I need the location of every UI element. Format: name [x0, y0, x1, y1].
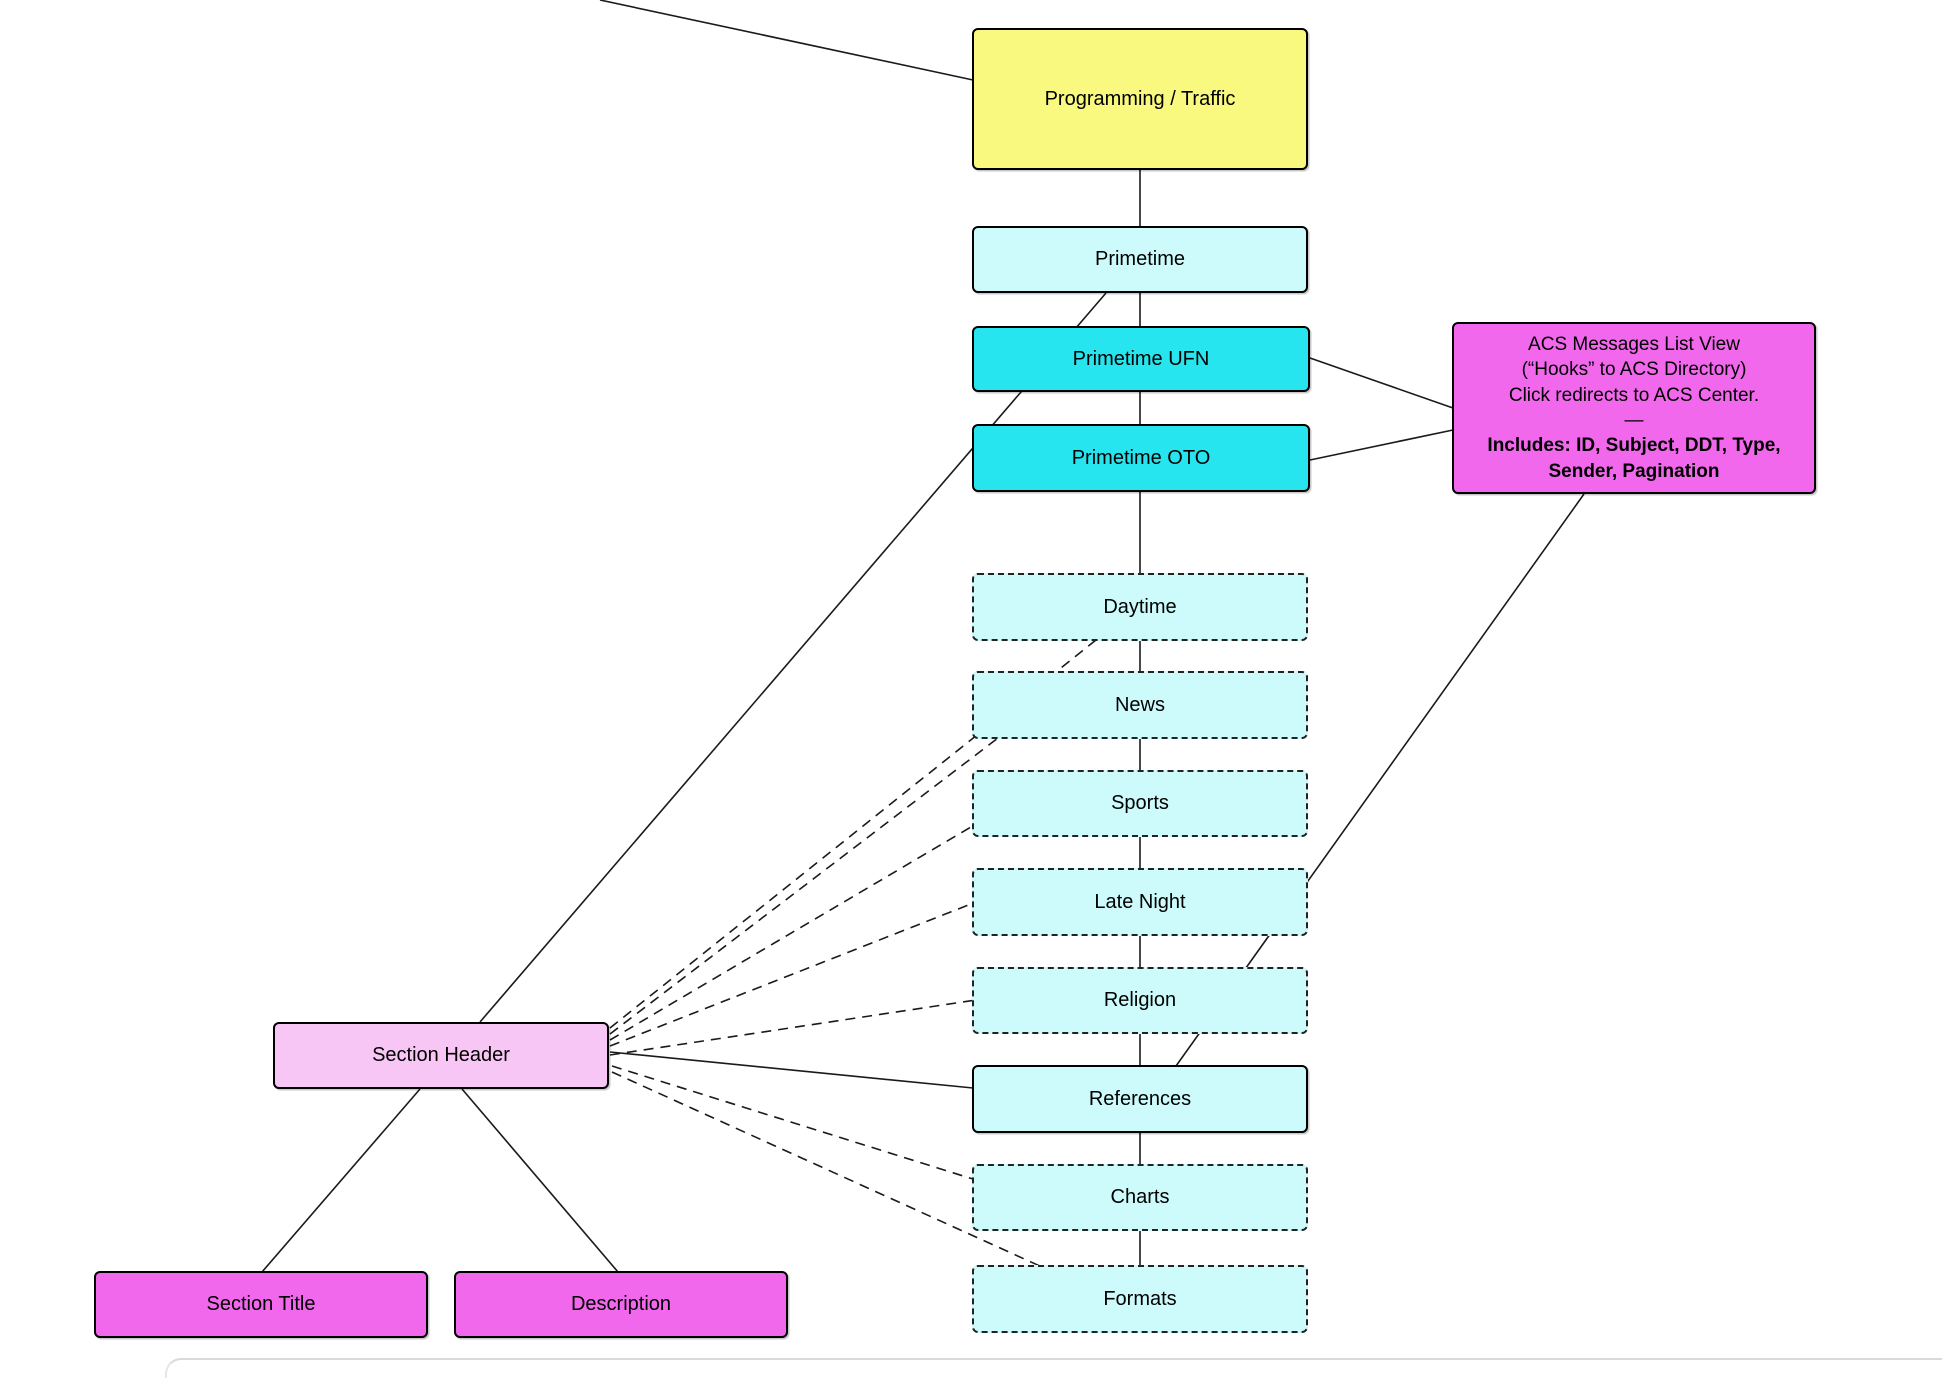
node-primetime-ufn: Primetime UFN — [972, 326, 1310, 392]
acs-note-separator: — — [1624, 410, 1644, 431]
edge-sectionheader-sports — [609, 823, 977, 1041]
node-primetime: Primetime — [972, 226, 1308, 293]
node-sports: Sports — [972, 770, 1308, 837]
edge-oto-acs-note — [1309, 429, 1454, 461]
edge-sectionheader-formats — [611, 1071, 1043, 1268]
node-news: News — [972, 671, 1308, 739]
acs-note-line-2: (“Hooks” to ACS Directory) — [1521, 359, 1747, 381]
node-charts: Charts — [972, 1164, 1308, 1231]
edge-sectionheader-religion — [609, 999, 977, 1056]
node-section-header: Section Header — [273, 1022, 609, 1089]
edge-sectionheader-primetime — [479, 292, 1107, 1023]
node-late-night: Late Night — [972, 868, 1308, 936]
edge-ufn-acs-note — [1309, 357, 1454, 409]
acs-note-line-3: Click redirects to ACS Center. — [1508, 384, 1760, 406]
acs-note-includes-2: Sender, Pagination — [1548, 460, 1720, 482]
edge-sectionheader-description — [461, 1088, 619, 1273]
node-primetime-oto: Primetime OTO — [972, 424, 1310, 492]
edge-sectionheader-latenight — [609, 901, 977, 1047]
edge-sectionheader-references — [609, 1051, 974, 1089]
lower-panel-edge — [165, 1358, 1942, 1378]
node-description: Description — [454, 1271, 788, 1338]
node-formats: Formats — [972, 1265, 1308, 1333]
node-section-title: Section Title — [94, 1271, 428, 1338]
acs-note-includes-1: Includes: ID, Subject, DDT, Type, — [1487, 435, 1781, 457]
node-programming-traffic: Programming / Traffic — [972, 28, 1308, 170]
node-references: References — [972, 1065, 1308, 1133]
edge-sectionheader-news — [609, 737, 999, 1035]
edge-sectionheader-sectiontitle — [261, 1088, 421, 1273]
acs-note-line-1: ACS Messages List View — [1528, 333, 1740, 355]
note-acs-messages: ACS Messages List View (“Hooks” to ACS D… — [1452, 322, 1816, 494]
node-religion: Religion — [972, 967, 1308, 1034]
edge-incoming-top-left — [599, 0, 974, 81]
node-daytime: Daytime — [972, 573, 1308, 641]
edge-sectionheader-charts — [611, 1065, 977, 1181]
